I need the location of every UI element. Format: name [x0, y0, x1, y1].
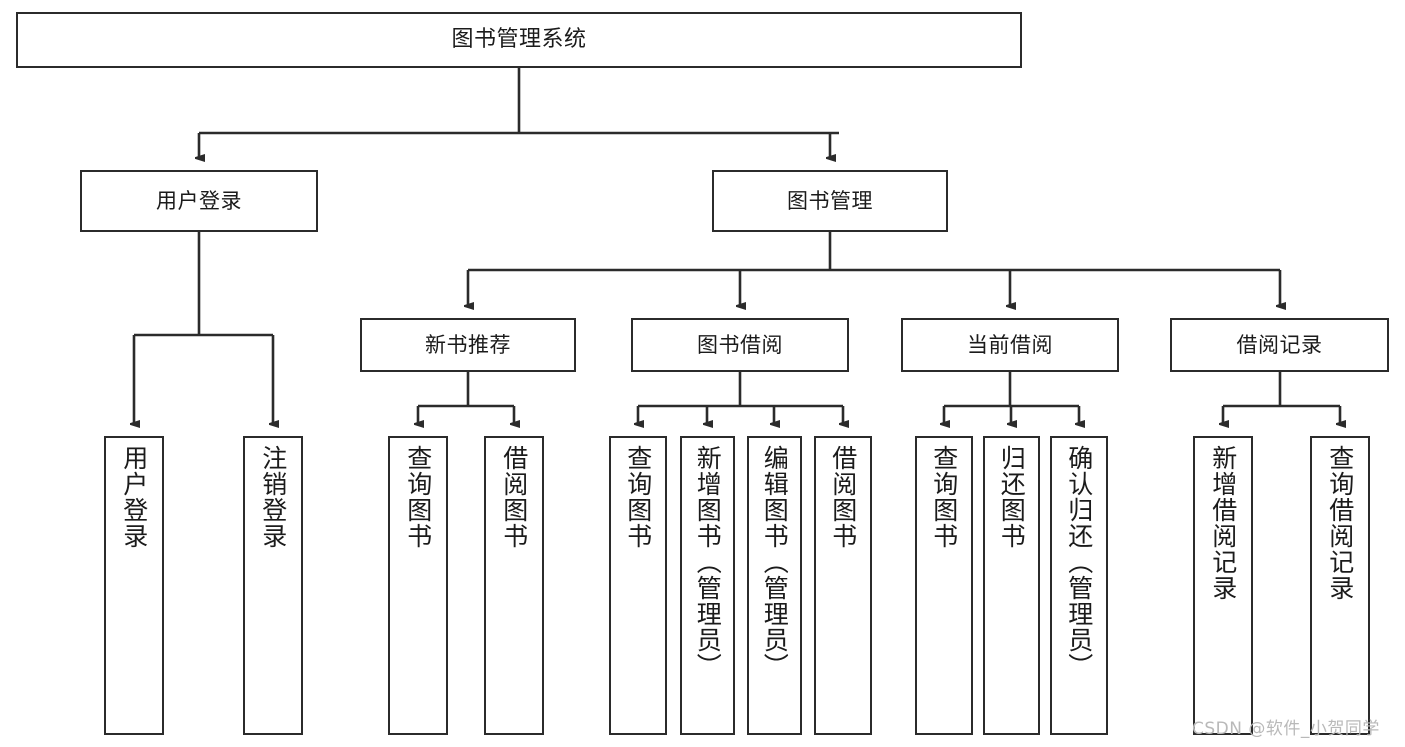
node-book-borrow[interactable]: 图书借阅: [631, 318, 849, 372]
node-book-management[interactable]: 图书管理: [712, 170, 948, 232]
leaf-edit-book-admin-label: 编辑图书（管理员）: [760, 445, 790, 679]
leaf-return-book[interactable]: 归还图书: [983, 436, 1040, 735]
leaf-borrow-book[interactable]: 借阅图书: [814, 436, 872, 735]
node-book-borrow-label: 图书借阅: [697, 332, 783, 357]
leaf-logout[interactable]: 注销登录: [243, 436, 303, 735]
leaf-confirm-return-admin[interactable]: 确认归还（管理员）: [1050, 436, 1108, 735]
node-root[interactable]: 图书管理系统: [16, 12, 1022, 68]
leaf-query-book-new[interactable]: 查询图书: [388, 436, 448, 735]
node-new-book-recommend[interactable]: 新书推荐: [360, 318, 576, 372]
leaf-return-book-label: 归还图书: [997, 445, 1027, 549]
leaf-borrow-book-new[interactable]: 借阅图书: [484, 436, 544, 735]
leaf-confirm-return-admin-label: 确认归还（管理员）: [1064, 445, 1094, 679]
leaf-query-book-borrow[interactable]: 查询图书: [609, 436, 667, 735]
node-book-management-label: 图书管理: [787, 188, 873, 213]
node-root-label: 图书管理系统: [451, 27, 587, 53]
node-user-login-label: 用户登录: [156, 188, 242, 213]
leaf-user-login[interactable]: 用户登录: [104, 436, 164, 735]
leaf-add-borrow-record-label: 新增借阅记录: [1208, 445, 1238, 601]
leaf-query-book-new-label: 查询图书: [403, 445, 433, 549]
node-user-login[interactable]: 用户登录: [80, 170, 318, 232]
leaf-query-book-borrow-label: 查询图书: [623, 445, 653, 549]
leaf-user-login-label: 用户登录: [119, 445, 149, 549]
node-current-borrow[interactable]: 当前借阅: [901, 318, 1119, 372]
node-borrow-record-label: 借阅记录: [1236, 332, 1323, 357]
leaf-add-book-admin-label: 新增图书（管理员）: [693, 445, 723, 679]
leaf-add-book-admin[interactable]: 新增图书（管理员）: [680, 436, 735, 735]
leaf-logout-label: 注销登录: [258, 445, 288, 549]
leaf-add-borrow-record[interactable]: 新增借阅记录: [1193, 436, 1253, 735]
node-new-book-recommend-label: 新书推荐: [425, 332, 511, 357]
leaf-query-borrow-record-label: 查询借阅记录: [1325, 445, 1355, 601]
leaf-edit-book-admin[interactable]: 编辑图书（管理员）: [747, 436, 802, 735]
node-borrow-record[interactable]: 借阅记录: [1170, 318, 1389, 372]
leaf-borrow-book-new-label: 借阅图书: [499, 445, 529, 549]
leaf-query-book-current-label: 查询图书: [929, 445, 959, 549]
leaf-borrow-book-label: 借阅图书: [828, 445, 858, 549]
watermark: CSDN @软件_小贺同学: [1192, 719, 1380, 739]
node-current-borrow-label: 当前借阅: [967, 332, 1053, 357]
leaf-query-book-current[interactable]: 查询图书: [915, 436, 973, 735]
leaf-query-borrow-record[interactable]: 查询借阅记录: [1310, 436, 1370, 735]
